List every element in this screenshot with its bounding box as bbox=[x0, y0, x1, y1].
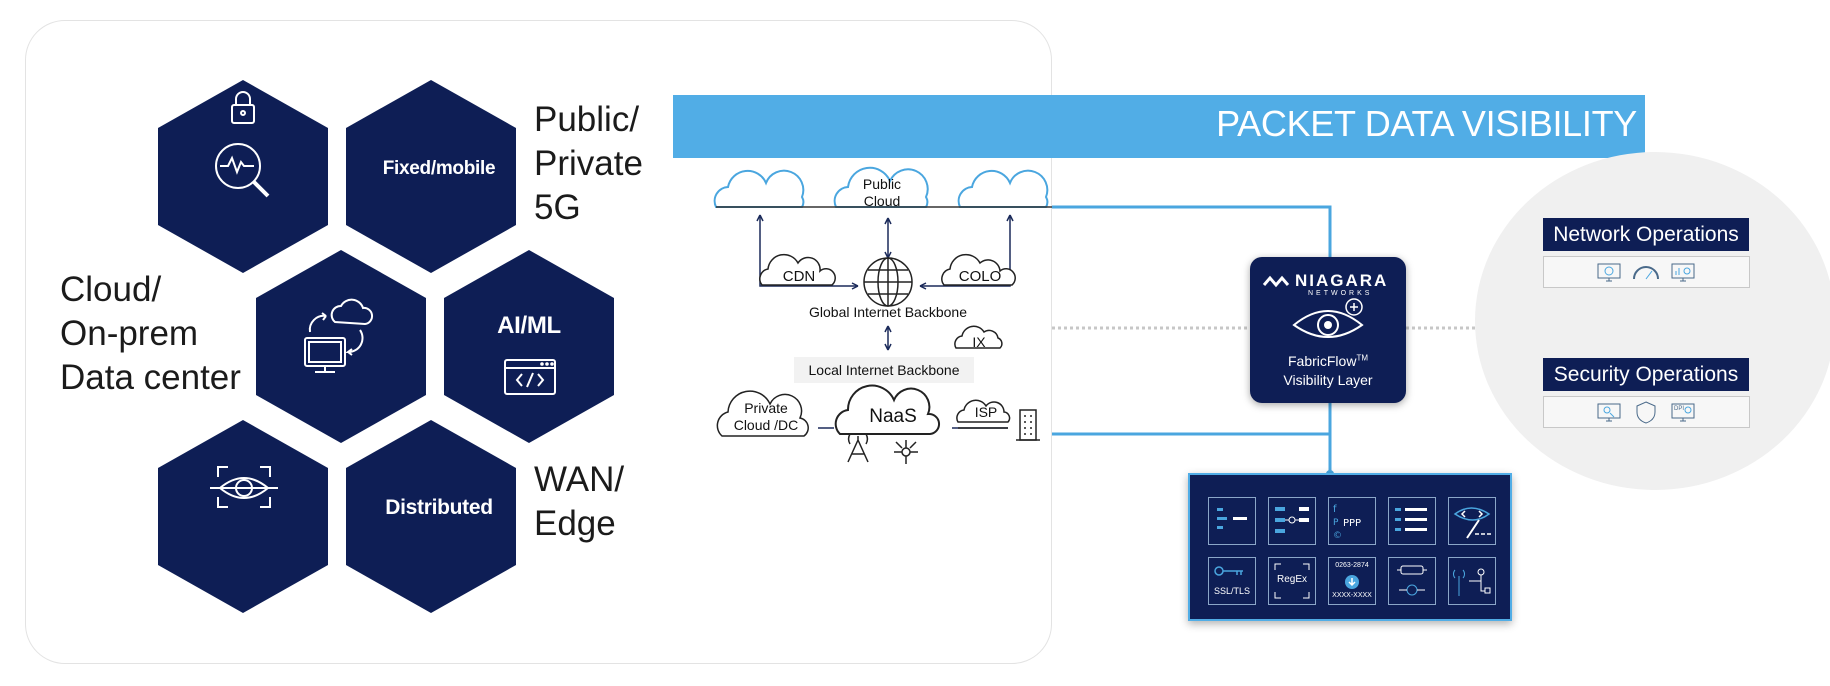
hex-label-ai-ml: AI/ML bbox=[497, 312, 561, 339]
fabric-connectors bbox=[1052, 205, 1332, 474]
svg-text:PPP: PPP bbox=[1343, 518, 1361, 529]
naas-cloud-icon bbox=[834, 384, 940, 435]
security-ops-icons bbox=[1597, 401, 1695, 424]
niagara-brand: NIAGARA bbox=[1295, 271, 1389, 290]
building-icon bbox=[1016, 409, 1040, 441]
hexagon-fixed-mobile bbox=[346, 80, 516, 273]
niagara-brand-sub: NETWORKS bbox=[1308, 290, 1373, 297]
label-cloud-onprem: Cloud/ On-prem Data center bbox=[60, 270, 241, 397]
isp-cloud-icon bbox=[956, 399, 1011, 423]
security-operations-title: Security Operations bbox=[1543, 358, 1749, 391]
pipeline-icon bbox=[1397, 565, 1427, 596]
tool-wireless-flow bbox=[1448, 557, 1496, 605]
cloud-left-icon bbox=[713, 169, 805, 208]
svg-text:P: P bbox=[1333, 518, 1339, 528]
flow-routing-icon bbox=[1275, 507, 1309, 533]
cloud-right-icon bbox=[957, 169, 1049, 208]
niagara-fabricflow-box: NIAGARA NETWORKS FabricFlowTM Visibility… bbox=[1250, 257, 1406, 403]
cdn-label: CDN bbox=[782, 268, 816, 285]
hexagon-vision bbox=[158, 420, 328, 613]
code-inspect-icon bbox=[1453, 507, 1491, 539]
operations-circle bbox=[1475, 152, 1830, 490]
tool-flow-routing bbox=[1268, 497, 1316, 545]
security-operations-bar: DPI bbox=[1543, 396, 1750, 428]
ssl-tls-label: SSL/TLS bbox=[1213, 586, 1251, 596]
wireless-flow-icon bbox=[1453, 568, 1491, 596]
svg-text:f: f bbox=[1333, 504, 1337, 515]
colo-label: COLO bbox=[958, 268, 1002, 285]
fabricflow-title: FabricFlowTM bbox=[1287, 353, 1369, 369]
ix-label: IX bbox=[972, 334, 986, 350]
list-compare-icon bbox=[1395, 508, 1427, 531]
code-window-icon bbox=[504, 359, 556, 395]
key-icon bbox=[1214, 566, 1243, 576]
card-number-label: 0263-2874 bbox=[1335, 562, 1369, 569]
tool-regex: RegEx bbox=[1268, 557, 1316, 605]
eye-scan-icon bbox=[210, 466, 278, 508]
globe-icon bbox=[863, 257, 913, 307]
tool-card-mask: 0263-2874 XXXX-XXXX bbox=[1328, 557, 1376, 605]
banner-title: PACKET DATA VISIBILITY bbox=[1216, 103, 1637, 144]
cloud-sync-icon bbox=[304, 298, 374, 373]
social-apps-icon: fP ©PPP bbox=[1333, 504, 1361, 541]
regex-label: RegEx bbox=[1276, 574, 1307, 585]
ix-cloud-icon bbox=[954, 325, 1003, 349]
hexagon-monitoring bbox=[158, 80, 328, 273]
isp-label: ISP bbox=[974, 404, 998, 420]
tool-list-compare bbox=[1388, 497, 1436, 545]
visibility-eye-icon bbox=[1292, 298, 1364, 338]
niagara-logo-icon bbox=[1262, 275, 1290, 288]
antenna-icon bbox=[847, 433, 869, 463]
tool-ssl-tls: SSL/TLS bbox=[1208, 557, 1256, 605]
private-cloud-icon bbox=[716, 390, 809, 437]
hexagon-distributed bbox=[346, 420, 516, 613]
colo-cloud-icon bbox=[941, 253, 1016, 286]
hexagon-ai-ml bbox=[444, 250, 614, 443]
tool-code-inspect bbox=[1448, 497, 1496, 545]
tool-list-filter bbox=[1208, 497, 1256, 545]
cdn-cloud-icon bbox=[759, 253, 836, 286]
network-ops-icons bbox=[1597, 263, 1695, 282]
packet-data-visibility-banner: PACKET DATA VISIBILITY bbox=[673, 95, 1645, 158]
local-backbone-label: Local Internet Backbone bbox=[794, 357, 974, 383]
mesh-network-icon bbox=[894, 440, 918, 464]
visibility-layer-label: Visibility Layer bbox=[1283, 372, 1373, 388]
private-cloud-label: Private Cloud /DC bbox=[733, 400, 799, 433]
lock-search-icon bbox=[215, 91, 270, 198]
dpi-icon-label: DPI bbox=[1674, 406, 1685, 412]
global-backbone-label: Global Internet Backbone bbox=[809, 304, 967, 320]
label-public-private-5g: Public/ Private 5G bbox=[534, 100, 643, 227]
tool-pipeline bbox=[1388, 557, 1436, 605]
cloud-public-icon bbox=[833, 166, 929, 208]
regex-frame-icon bbox=[1274, 563, 1310, 599]
network-operations-bar bbox=[1543, 256, 1750, 288]
hex-label-distributed: Distributed bbox=[385, 496, 493, 519]
svg-text:©: © bbox=[1333, 531, 1342, 541]
network-operations-title: Network Operations bbox=[1543, 218, 1749, 251]
naas-label: NaaS bbox=[869, 406, 917, 427]
hexagon-grid bbox=[158, 80, 614, 613]
public-cloud-label: Public Cloud bbox=[862, 176, 902, 209]
card-masked-label: XXXX-XXXX bbox=[1332, 592, 1372, 599]
download-mask-icon bbox=[1345, 575, 1359, 589]
label-wan-edge: WAN/ Edge bbox=[534, 460, 625, 543]
list-filter-icon bbox=[1217, 508, 1247, 529]
hex-label-fixed-mobile: Fixed/mobile bbox=[382, 158, 496, 179]
